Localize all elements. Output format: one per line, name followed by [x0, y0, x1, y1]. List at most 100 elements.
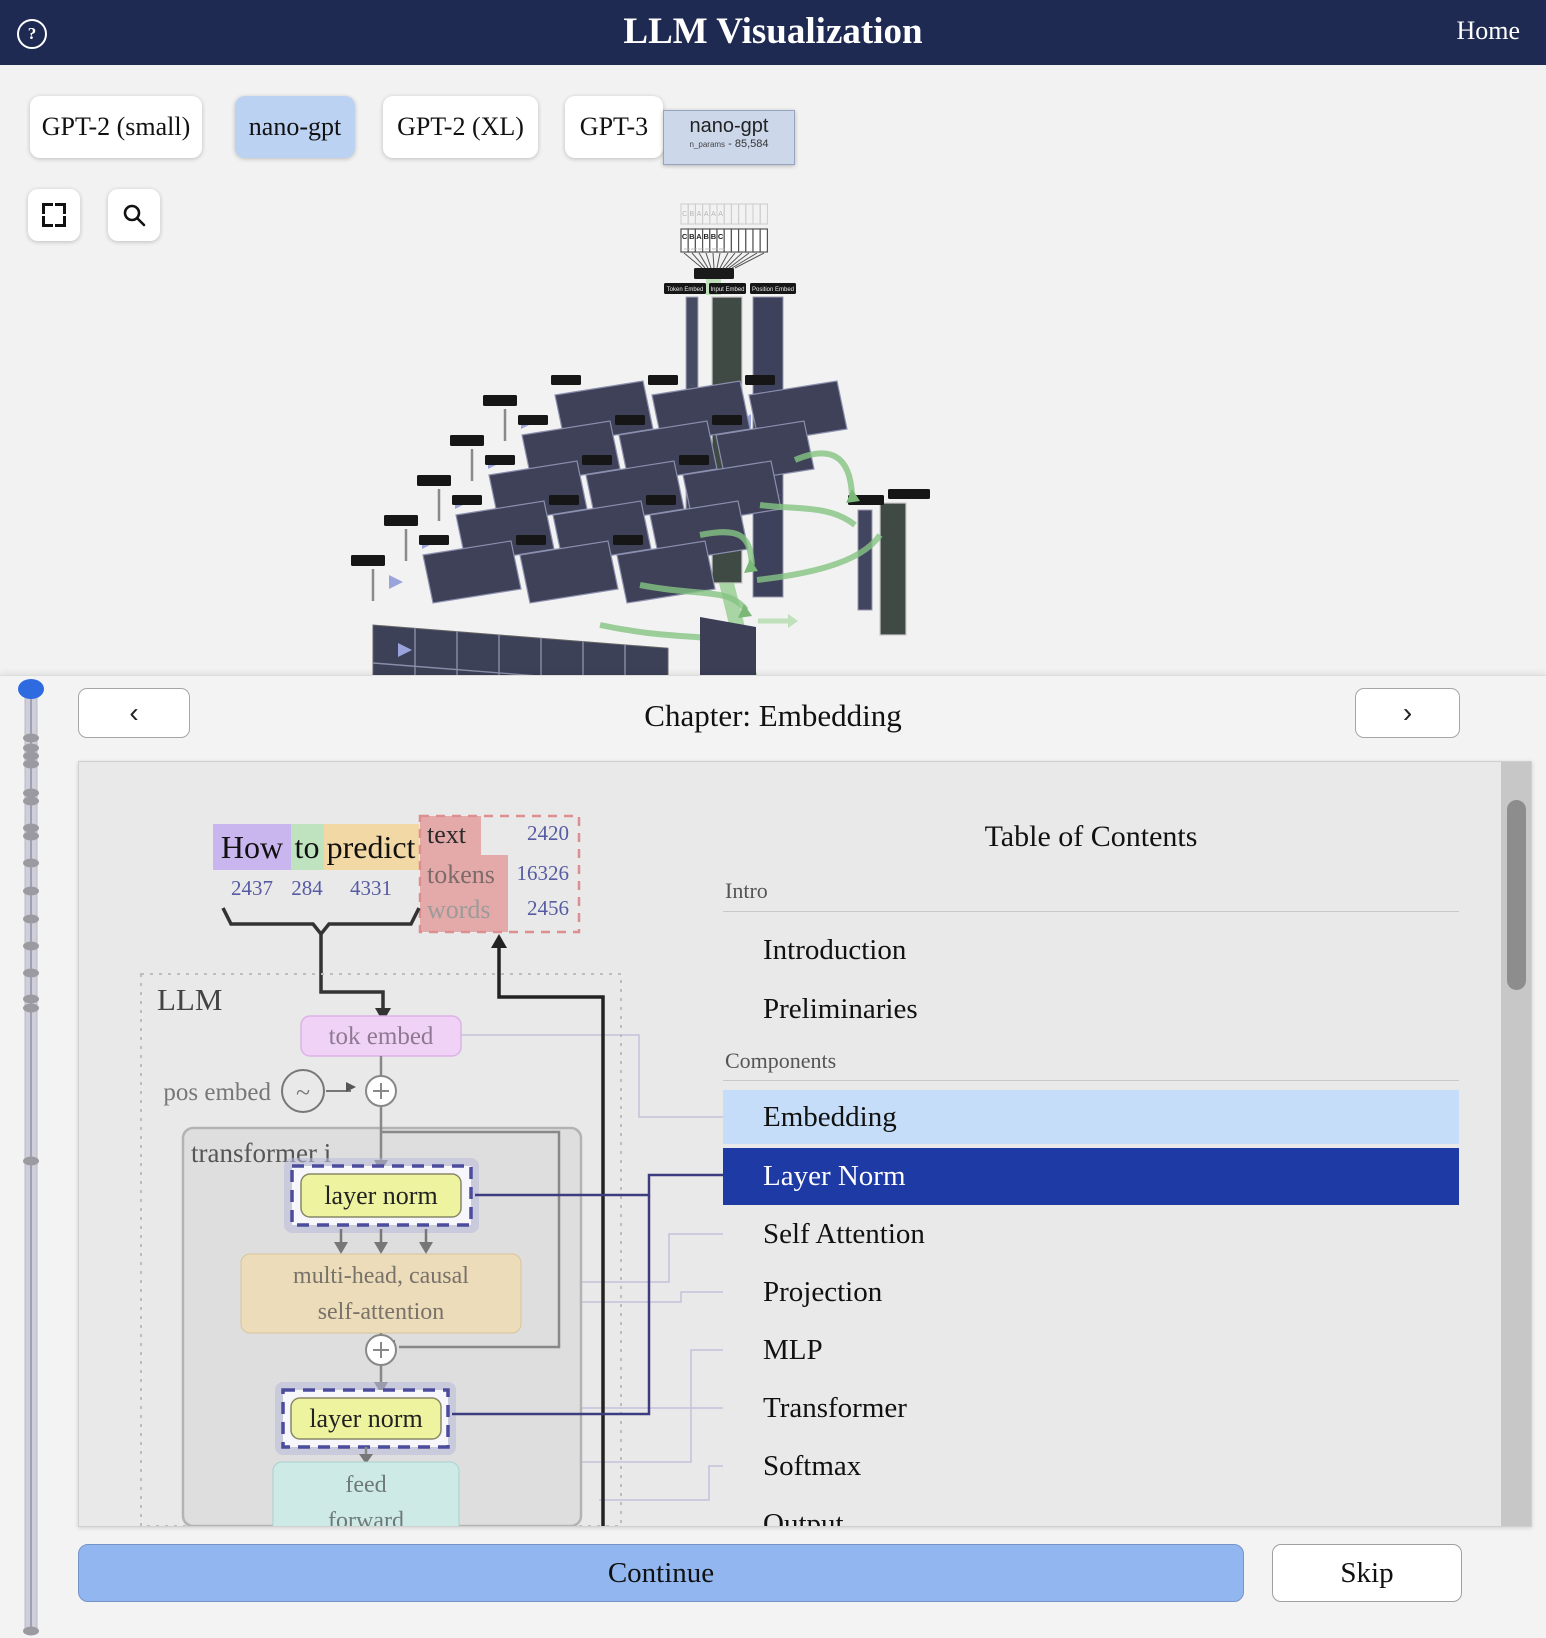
svg-text:C: C — [682, 211, 687, 218]
feed-forward-box[interactable] — [272, 1461, 460, 1526]
panel-scrollbar-thumb[interactable] — [1507, 800, 1526, 990]
chevron-left-icon: ‹ — [129, 697, 139, 728]
continue-button[interactable]: Continue — [78, 1544, 1244, 1602]
timeline-step-dots[interactable] — [23, 733, 39, 1636]
svg-text:words: words — [427, 895, 491, 924]
svg-text:A: A — [718, 211, 723, 218]
help-icon[interactable]: ? — [17, 19, 47, 49]
toc-title: Table of Contents — [984, 820, 1198, 853]
svg-text:text: text — [427, 820, 467, 849]
layer-norm-toc-connectors — [452, 1173, 723, 1416]
svg-text:16326: 16326 — [517, 861, 570, 885]
arrowhead-up — [491, 934, 507, 948]
prev-chapter-button[interactable]: ‹ — [78, 688, 190, 738]
svg-text:pos embed: pos embed — [163, 1079, 271, 1106]
model-button-gpt2-small[interactable]: GPT-2 (small) — [30, 96, 202, 158]
toc-item-mlp[interactable]: MLP — [763, 1334, 823, 1366]
token-chips: How to predict 2437 284 4331 — [213, 824, 419, 900]
toc-item-self-attention[interactable]: Self Attention — [763, 1218, 925, 1250]
llm-box — [140, 973, 622, 1526]
svg-text:layer norm: layer norm — [309, 1404, 422, 1433]
next-chapter-button[interactable]: › — [1355, 688, 1460, 738]
divider — [723, 1080, 1459, 1081]
table-of-contents: Table of Contents Intro Introduction Pre… — [723, 762, 1459, 1526]
tooltip-params: n_params - 85,584 — [664, 138, 794, 150]
svg-text:284: 284 — [291, 876, 323, 900]
svg-text:feed: feed — [345, 1472, 386, 1498]
toc-item-layer-norm[interactable]: Layer Norm — [723, 1148, 1459, 1205]
svg-text:2456: 2456 — [527, 896, 569, 920]
green-arrowheads — [738, 489, 860, 618]
token-row-faded: C B A A A A — [680, 203, 768, 225]
svg-text:B: B — [689, 211, 694, 218]
svg-text:Input Embed: Input Embed — [710, 287, 744, 293]
layer-norm-2[interactable]: layer norm — [275, 1382, 456, 1455]
svg-text:C: C — [718, 232, 724, 241]
svg-text:C: C — [682, 232, 688, 241]
skip-button[interactable]: Skip — [1272, 1544, 1462, 1602]
toc-item-preliminaries[interactable]: Preliminaries — [763, 993, 918, 1025]
llm-label: LLM — [157, 982, 222, 1017]
tooltip-model-name: nano-gpt — [689, 115, 769, 137]
fullscreen-button[interactable] — [28, 189, 80, 241]
svg-text:Token Embed: Token Embed — [667, 287, 704, 293]
toc-item-embedding[interactable]: Embedding — [723, 1090, 1459, 1144]
svg-text:self-attention: self-attention — [318, 1299, 445, 1325]
timeline-current-dot[interactable] — [18, 679, 44, 699]
svg-text:4331: 4331 — [350, 876, 392, 900]
home-link[interactable]: Home — [1456, 16, 1520, 45]
page-title: LLM Visualization — [623, 11, 923, 52]
divider — [723, 911, 1459, 912]
chevron-right-icon: › — [1402, 697, 1413, 728]
tooltip-params-key: n_params — [689, 140, 726, 149]
svg-text:2437: 2437 — [231, 876, 273, 900]
svg-text:layer norm: layer norm — [324, 1181, 437, 1210]
svg-text:A: A — [711, 211, 716, 218]
toc-item-introduction[interactable]: Introduction — [763, 934, 907, 966]
layer-norm-1[interactable]: layer norm — [284, 1158, 479, 1233]
svg-text:A: A — [696, 232, 702, 241]
svg-text:A: A — [704, 211, 709, 218]
vocab-box: text tokens words 2420 16326 2456 — [418, 814, 581, 934]
svg-text:Position Embed: Position Embed — [752, 287, 794, 293]
output-arrow — [497, 944, 605, 1526]
toc-item-projection[interactable]: Projection — [763, 1276, 883, 1308]
svg-text:B: B — [703, 232, 709, 241]
llm-flow-diagram: How to predict 2437 284 4331 text tokens… — [140, 814, 723, 1526]
panel-scrollbar-track[interactable] — [1501, 762, 1531, 1526]
chapter-timeline[interactable] — [16, 676, 48, 1638]
toc-item-transformer[interactable]: Transformer — [763, 1392, 907, 1424]
chapter-content-panel: How to predict 2437 284 4331 text tokens… — [78, 761, 1532, 1527]
toc-item-output[interactable]: Output — [763, 1508, 844, 1527]
svg-text:tok embed: tok embed — [329, 1023, 434, 1050]
ln-to-attn-arrows — [339, 1229, 428, 1244]
embed-lookup-label — [694, 268, 734, 279]
token-row-input: C B A B B C — [680, 228, 769, 253]
residual-lines — [379, 1106, 561, 1349]
toc-item-softmax[interactable]: Softmax — [763, 1450, 862, 1482]
svg-text:predict: predict — [327, 829, 416, 865]
chapter-sheet: ‹ Chapter: Embedding › — [0, 675, 1546, 1638]
search-button[interactable] — [108, 189, 160, 241]
svg-text:forward: forward — [328, 1508, 404, 1526]
token-funnel — [683, 252, 765, 269]
navbar: ? LLM Visualization Home — [0, 0, 1546, 65]
toc-section-components: Components — [725, 1048, 837, 1073]
model-button-gpt3[interactable]: GPT-3 — [565, 96, 663, 158]
chapter-title: Chapter: Embedding — [644, 698, 902, 733]
brace-and-arrows — [221, 907, 421, 1010]
tooltip-params-value: - 85,584 — [728, 138, 769, 150]
arrowhead-down — [375, 1008, 391, 1022]
svg-text:tokens: tokens — [427, 860, 495, 889]
toc-section-intro: Intro — [725, 878, 768, 903]
model-button-nano-gpt[interactable]: nano-gpt — [235, 96, 355, 158]
svg-text:multi-head, causal: multi-head, causal — [293, 1263, 469, 1289]
svg-text:B: B — [711, 232, 717, 241]
svg-text:B: B — [689, 232, 695, 241]
fullscreen-icon — [42, 203, 66, 227]
model-button-gpt2-xl[interactable]: GPT-2 (XL) — [383, 96, 538, 158]
purple-arrow — [398, 643, 412, 657]
svg-text:2420: 2420 — [527, 821, 569, 845]
model-3d-viewport[interactable]: C B A A A A C B A B B — [0, 65, 1546, 675]
